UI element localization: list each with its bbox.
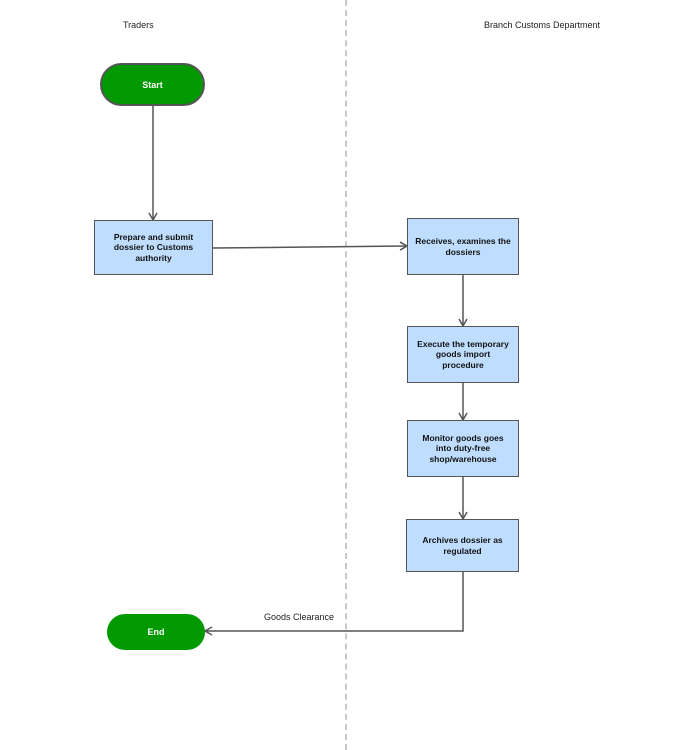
lane-title-branch-customs: Branch Customs Department (484, 20, 601, 30)
prepare-submit-dossier-box: Prepare and submit dossier to Customs au… (94, 220, 213, 275)
lane-divider (345, 0, 347, 750)
execute-import-procedure-box: Execute the temporary goods import proce… (407, 326, 519, 383)
monitor-goods-box: Monitor goods goes into duty-free shop/w… (407, 420, 519, 477)
end-node: End (107, 614, 205, 650)
arrow-prepare-to-receive (212, 241, 409, 251)
archives-dossier-box: Archives dossier as regulated (406, 519, 519, 572)
receives-examines-box: Receives, examines the dossiers (407, 218, 519, 275)
arrow-archive-to-end (203, 572, 464, 636)
start-node: Start (100, 63, 205, 106)
goods-clearance-label: Goods Clearance (264, 612, 335, 622)
lane-title-traders: Traders (123, 20, 154, 30)
